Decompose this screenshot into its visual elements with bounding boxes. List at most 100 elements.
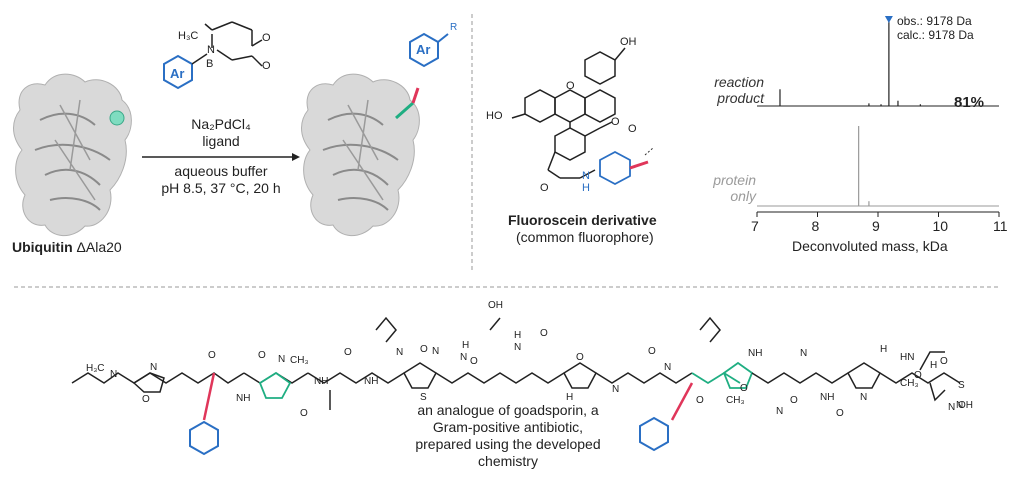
atom-label: O xyxy=(142,394,150,405)
ubiquitin-structure-right xyxy=(301,73,420,237)
atom-label: N xyxy=(956,400,964,411)
atom-label: S xyxy=(958,380,965,391)
atom-label: O xyxy=(914,370,922,381)
atom-label: H xyxy=(880,344,888,355)
x-tick-label: 10 xyxy=(932,218,949,234)
atom-label: O xyxy=(576,352,584,363)
product-ar-label: Ar xyxy=(416,42,431,57)
fluor-o-amide: O xyxy=(540,182,549,194)
x-tick-label: 8 xyxy=(811,218,820,234)
reagent-b-label: B xyxy=(206,58,214,70)
goadsporin-caption: an analogue of goadsporin, a Gram-positi… xyxy=(398,402,618,470)
atom-label: S xyxy=(420,392,427,403)
atom-label: O xyxy=(208,350,216,361)
atom-label: N xyxy=(150,362,158,373)
fluor-nh: N xyxy=(582,170,590,182)
aryl-ring-product xyxy=(409,32,449,68)
atom-label: N xyxy=(860,392,868,403)
trace1-label-line2: product xyxy=(717,90,764,106)
atom-label: NH xyxy=(364,376,379,387)
reagent-ar-label: Ar xyxy=(170,66,185,81)
fluorescein-title: Fluoroscein derivative xyxy=(508,212,657,228)
protein-label: Ubiquitin ΔAla20 xyxy=(12,239,122,255)
mida-boronate-structure xyxy=(163,21,263,90)
atom-label: NH xyxy=(820,392,835,403)
ubiquitin-structure-left xyxy=(13,73,132,237)
condition-line-2: ligand xyxy=(202,133,240,149)
fluor-nh-h: H xyxy=(582,182,590,194)
atom-label: N xyxy=(800,348,808,359)
atom-label: N xyxy=(612,384,620,395)
condition-line-1: Na₂PdCl₄ xyxy=(191,116,251,132)
caption-line-1: an analogue of goadsporin, a xyxy=(417,402,599,418)
protein-label-rest: ΔAla20 xyxy=(72,239,122,255)
atom-label: CH₃ xyxy=(726,395,745,406)
atom-label: NH xyxy=(314,376,329,387)
atom-label: N xyxy=(948,402,956,413)
reagent-o2-label: O xyxy=(262,60,271,72)
atom-label: N xyxy=(664,362,672,373)
atom-label: H xyxy=(930,360,938,371)
condition-line-4: pH 8.5, 37 °C, 20 h xyxy=(161,180,281,196)
atom-label: CH₃ xyxy=(290,355,309,366)
fluor-oh-left: HO xyxy=(486,110,503,122)
atom-label: H₃C xyxy=(86,363,105,374)
spectrum-xlabel: Deconvoluted mass, kDa xyxy=(792,238,948,254)
caption-line-3: prepared using the developed xyxy=(415,436,601,452)
fluor-n: N xyxy=(582,170,590,182)
atom-label: HN xyxy=(900,352,915,363)
atom-label: H xyxy=(566,392,574,403)
atom-label: O xyxy=(696,395,704,406)
protein-label-bold: Ubiquitin xyxy=(12,239,73,255)
reagent-o-label: O xyxy=(262,32,271,44)
atom-label: O xyxy=(836,408,844,419)
condition-line-3: aqueous buffer xyxy=(174,163,268,179)
x-tick-label: 9 xyxy=(872,218,880,234)
atom-label: O xyxy=(790,395,798,406)
x-tick-label: 7 xyxy=(751,218,759,234)
atom-label: O xyxy=(648,346,656,357)
annot-calc: calc.: 9178 Da xyxy=(897,28,974,42)
atom-label: N xyxy=(460,352,468,363)
goadsporin-structure xyxy=(71,316,961,456)
atom-label: N xyxy=(514,342,522,353)
fluor-o-ring: O xyxy=(566,80,575,92)
atom-label: NH xyxy=(748,348,763,359)
trace1-label: reaction product xyxy=(706,74,764,106)
atom-label: N xyxy=(776,406,784,417)
fluorescein-subtitle: (common fluorophore) xyxy=(516,229,654,245)
fluor-o-carbonyl: O xyxy=(628,123,637,135)
atom-label: N xyxy=(278,354,286,365)
trace2-label: protein only xyxy=(706,172,756,204)
conditions-below: aqueous buffer pH 8.5, 37 °C, 20 h xyxy=(137,163,305,197)
atom-label: O xyxy=(940,356,948,367)
peak-marker-icon xyxy=(884,16,893,23)
atom-label: N xyxy=(432,346,440,357)
reagent-ch3-label: H₃C xyxy=(178,30,199,42)
atom-label: OH xyxy=(488,300,503,311)
trace2-label-line2: only xyxy=(730,188,756,204)
atom-label: O xyxy=(258,350,266,361)
atom-label: NH xyxy=(236,393,251,404)
yield-label: 81% xyxy=(954,94,985,111)
atom-label: O xyxy=(540,328,548,339)
atom-label: O xyxy=(740,383,748,394)
atom-label: H xyxy=(462,340,470,351)
atom-label: O xyxy=(470,356,478,367)
atom-label: N xyxy=(396,347,404,358)
annot-obs: obs.: 9178 Da xyxy=(897,14,972,28)
atom-label: O xyxy=(300,408,308,419)
reagent-n-label: N xyxy=(207,44,215,56)
fluor-o-lactone: O xyxy=(611,116,620,128)
trace2-label-line1: protein xyxy=(713,172,756,188)
conditions-above: Na₂PdCl₄ ligand xyxy=(142,116,300,150)
atom-label: H xyxy=(514,330,522,341)
fluor-oh-top: OH xyxy=(620,36,637,48)
atom-label: O xyxy=(420,344,428,355)
fluorescein-structure xyxy=(511,47,654,186)
atom-label: O xyxy=(344,347,352,358)
caption-line-2: Gram-positive antibiotic, xyxy=(432,419,584,435)
atom-label: CH₃ xyxy=(900,378,919,389)
